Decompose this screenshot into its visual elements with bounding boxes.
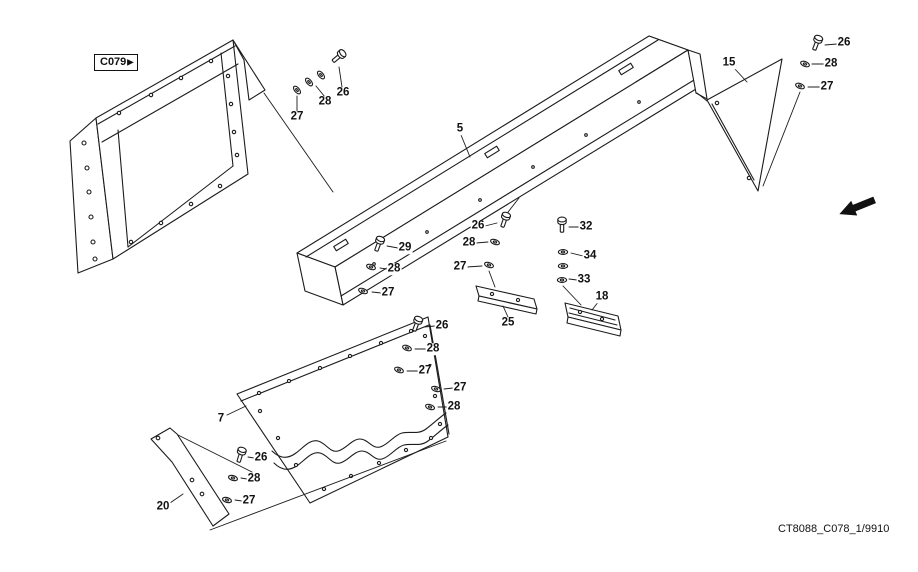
callout-15: 15 bbox=[721, 56, 737, 69]
callout-32: 32 bbox=[578, 220, 594, 233]
callout-28: 28 bbox=[823, 57, 839, 70]
beam-slots bbox=[333, 62, 634, 252]
leader-lines bbox=[169, 43, 838, 504]
callout-34: 34 bbox=[582, 249, 598, 262]
callout-26: 26 bbox=[434, 319, 450, 332]
callout-20: 20 bbox=[155, 500, 171, 513]
figure-ref-button[interactable]: C079▶ bbox=[94, 54, 139, 72]
bolt-icon bbox=[497, 210, 512, 229]
callout-28: 28 bbox=[317, 95, 333, 108]
washer-icon bbox=[291, 84, 303, 96]
washer-icon bbox=[303, 76, 315, 88]
doc-code: CT8088_C078_1/9910 bbox=[778, 523, 890, 535]
callout-7: 7 bbox=[216, 412, 226, 425]
callout-28: 28 bbox=[386, 262, 402, 275]
callout-27: 27 bbox=[380, 286, 396, 299]
callout-28: 28 bbox=[461, 236, 477, 249]
flex-band-wave-2 bbox=[273, 424, 449, 470]
figure-ref-label: C079 bbox=[100, 56, 127, 68]
beam-holes bbox=[372, 100, 641, 266]
callout-27: 27 bbox=[819, 80, 835, 93]
callout-27: 27 bbox=[452, 381, 468, 394]
callout-28: 28 bbox=[246, 472, 262, 485]
callout-27: 27 bbox=[289, 110, 305, 123]
bracket-25 bbox=[475, 285, 538, 315]
bracket-18 bbox=[564, 302, 622, 337]
washer-icon bbox=[221, 495, 233, 505]
callout-28: 28 bbox=[425, 342, 441, 355]
callout-26: 26 bbox=[335, 86, 351, 99]
callout-27: 27 bbox=[417, 364, 433, 377]
assembly-lines bbox=[177, 91, 801, 531]
washer-icon bbox=[227, 473, 239, 483]
view-direction-arrow-icon bbox=[839, 196, 876, 216]
callout-29: 29 bbox=[397, 241, 413, 254]
bolt-icon bbox=[557, 216, 567, 233]
left-shield-holes bbox=[81, 58, 240, 262]
callout-27: 27 bbox=[452, 260, 468, 273]
callout-33: 33 bbox=[576, 273, 592, 286]
bolt-icon bbox=[329, 47, 348, 66]
left-shield-panel bbox=[69, 39, 266, 274]
washer-icon bbox=[483, 260, 495, 270]
callout-26: 26 bbox=[836, 36, 852, 49]
callout-5: 5 bbox=[455, 122, 465, 135]
beam-panel-5 bbox=[296, 35, 708, 306]
callout-18: 18 bbox=[594, 290, 610, 303]
washer-icon bbox=[489, 237, 501, 247]
flex-band-wave bbox=[271, 412, 447, 458]
washer-icon bbox=[794, 81, 806, 91]
washer-icon bbox=[557, 263, 569, 269]
washer-icon bbox=[557, 249, 569, 255]
callout-28: 28 bbox=[446, 400, 462, 413]
washer-icon bbox=[556, 277, 568, 283]
figure-ref-arrow-icon: ▶ bbox=[127, 57, 134, 67]
callout-27: 27 bbox=[241, 494, 257, 507]
bolt-icon bbox=[809, 33, 825, 52]
washer-icon bbox=[315, 69, 327, 81]
callout-26: 26 bbox=[470, 219, 486, 232]
floor-panel-holes bbox=[256, 328, 443, 492]
bolt-icon bbox=[233, 445, 248, 464]
support-strip-20 bbox=[150, 427, 230, 527]
washer-icon bbox=[799, 59, 811, 69]
callout-25: 25 bbox=[500, 316, 516, 329]
floor-panel-7 bbox=[236, 316, 450, 504]
callout-26: 26 bbox=[253, 451, 269, 464]
